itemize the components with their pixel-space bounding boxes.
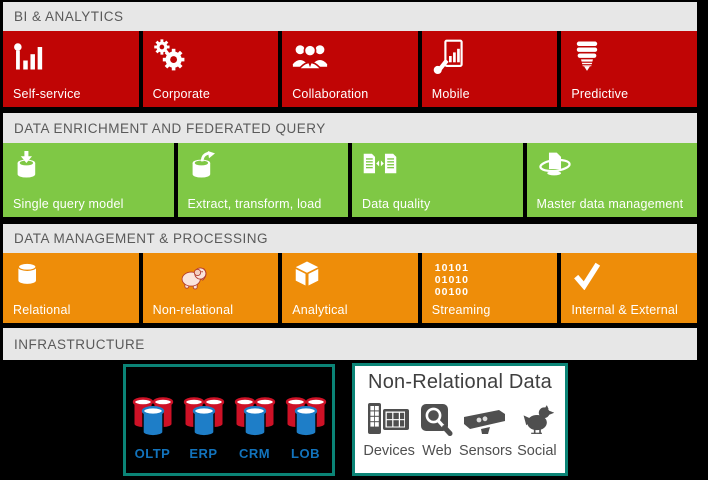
section-title: DATA ENRICHMENT AND FEDERATED QUERY [14,120,326,136]
tile-label: Streaming [431,303,491,317]
db-label: ERP [189,446,218,461]
tile-corporate: Corporate [142,31,279,107]
nonrel-item-social: Social [517,402,557,459]
gears-icon [152,38,188,74]
nonrel-label: Social [517,443,557,459]
tile-predictive: Predictive [561,31,697,107]
cube-icon [291,260,323,290]
non-relational-box-title: Non-Relational Data [368,371,552,393]
kinect-sensor-icon [463,404,509,441]
tile-label: Extract, transform, load [187,197,322,211]
nonrel-item-sensors: Sensors [459,404,512,459]
db-label: CRM [238,446,271,461]
tile-extract-transform-load: Extract, transform, load [177,143,348,217]
tile-internal-external: Internal & External [561,253,697,323]
db-group-oltp: OLTP [131,394,175,461]
tile-label: Data quality [362,197,431,211]
cfl-bulb-icon [570,38,604,74]
tile-label: Internal & External [571,303,679,317]
tile-label: Collaboration [292,87,369,101]
tile-label: Analytical [292,303,348,317]
database-groups-row: OLTP ERP [131,394,328,461]
tile-label: Master data management [536,197,684,211]
section-title: BI & ANALYTICS [14,9,124,24]
documents-compare-icon [361,150,399,181]
binary-line: 00100 [434,286,469,299]
cylinder-down-arrow-icon [12,150,44,184]
tile-analytical: Analytical [282,253,418,323]
tile-master-data-management: Master data management [526,143,697,217]
binary-digits-icon: 10101 01010 00100 [435,262,469,298]
tile-collaboration: Collaboration [282,31,418,107]
db-label: OLTP [134,446,171,461]
section-header-data-enrichment: DATA ENRICHMENT AND FEDERATED QUERY [3,113,697,143]
tile-label: Relational [13,303,71,317]
db-label: LOB [291,446,320,461]
document-orbit-icon [536,150,574,181]
tile-label: Predictive [571,87,629,101]
section-header-infrastructure: INFRASTRUCTURE [3,328,697,360]
devices-icon [367,402,411,441]
database-cylinders-icon [131,394,175,445]
non-relational-icons-row: Devices Web [363,402,557,459]
database-cylinders-icon [233,394,277,445]
tile-self-service: Self-service [3,31,139,107]
section-header-bi-analytics: BI & ANALYTICS [3,2,697,31]
enrichment-tile-row: Single query model Extract, transform, l… [3,143,697,217]
nonrel-item-devices: Devices [363,402,415,459]
db-group-erp: ERP [182,394,226,461]
relational-sources-box: OLTP ERP [123,364,335,476]
tile-mobile: Mobile [421,31,558,107]
checkmark-icon [570,260,604,291]
tile-data-quality: Data quality [352,143,523,217]
bi-tile-row: Self-service [3,31,697,107]
db-group-lob: LOB [284,394,328,461]
section-title: INFRASTRUCTURE [14,336,145,352]
tile-single-query-model: Single query model [3,143,174,217]
tile-label: Corporate [152,87,210,101]
section-title: DATA MANAGEMENT & PROCESSING [14,231,269,246]
nonrel-label: Sensors [458,443,513,459]
non-relational-data-box: Non-Relational Data [352,363,568,476]
management-tile-row: Relational Non-relational [3,253,697,323]
tile-label: Non-relational [152,303,234,317]
tile-label: Mobile [431,87,470,101]
section-header-data-management: DATA MANAGEMENT & PROCESSING [3,224,697,253]
hadoop-elephant-icon [177,263,211,291]
nonrel-item-web: Web [420,402,454,459]
binary-line: 10101 [434,262,469,274]
tile-label: Single query model [13,197,124,211]
bar-chart-icon [12,38,48,74]
database-cylinders-icon [182,394,226,445]
nonrel-label: Devices [363,443,415,459]
social-bird-icon [520,402,555,441]
touch-device-icon [431,38,467,74]
tile-relational: Relational [3,253,139,323]
web-search-icon [420,402,454,441]
database-cylinder-icon [12,260,44,288]
binary-line: 01010 [434,274,469,287]
nonrel-label: Web [422,443,452,459]
cylinder-out-arrow-icon [187,150,219,184]
database-cylinders-icon [284,394,328,445]
tile-streaming: 10101 01010 00100 Streaming [421,253,558,323]
db-group-crm: CRM [233,394,277,461]
people-icon [291,38,329,74]
tile-non-relational: Non-relational [142,253,279,323]
tile-label: Self-service [13,87,81,101]
